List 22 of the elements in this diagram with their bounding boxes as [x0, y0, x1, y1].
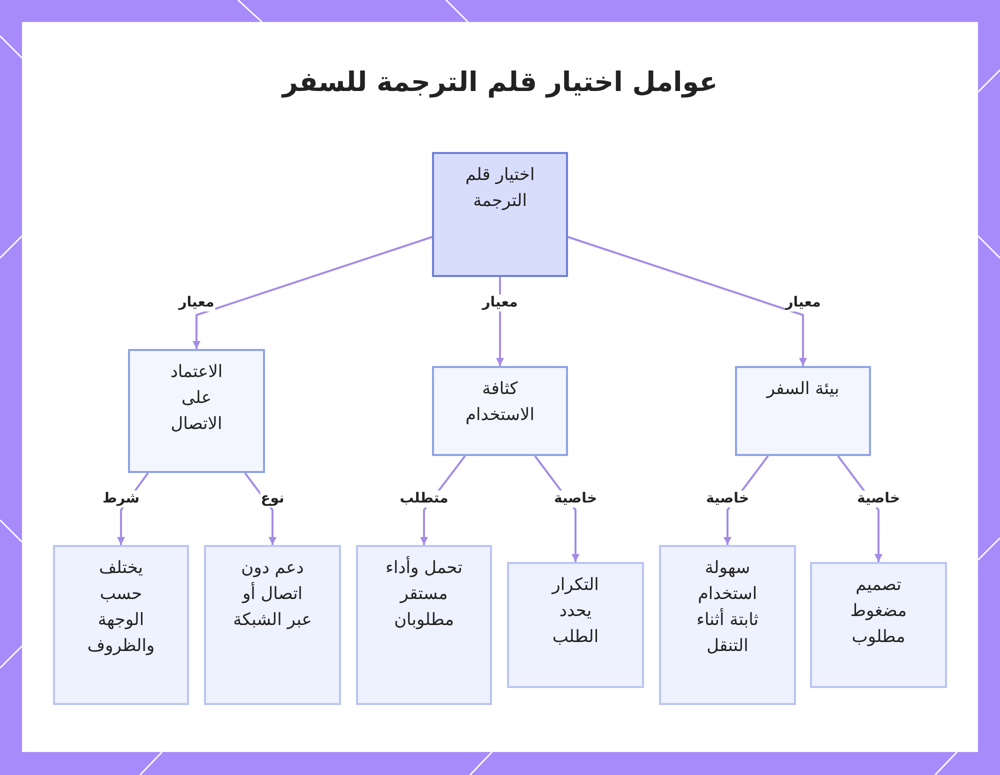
- edge-label: نوع: [260, 490, 286, 508]
- criterion-box: كثافة الاستخدام: [432, 366, 568, 456]
- edge-label: خاصية: [856, 490, 902, 508]
- edge-label: خاصية: [552, 490, 598, 508]
- edge-label: شرط: [101, 490, 141, 508]
- edge-label: متطلب: [398, 490, 450, 508]
- title: عوامل اختيار قلم الترجمة للسفر: [282, 66, 718, 100]
- edge-label: معيار: [178, 294, 216, 312]
- criterion-box: الاعتماد على الاتصال: [128, 349, 265, 473]
- connector-arrow: [568, 236, 807, 366]
- edge-label: خاصية: [704, 490, 750, 508]
- detail-box: دعم دون اتصال أو عبر الشبكة: [204, 545, 341, 705]
- detail-box: سهولة استخدام ثابتة أثناء التنقل: [659, 545, 796, 705]
- criterion-box: بيئة السفر: [735, 366, 871, 456]
- edge-label: معيار: [481, 294, 519, 312]
- detail-box: تحمل وأداء مستقر مطلوبان: [356, 545, 492, 705]
- connector-arrow: [192, 236, 432, 349]
- root-box: اختيار قلم الترجمة: [432, 152, 568, 277]
- detail-box: يختلف حسب الوجهة والظروف: [53, 545, 189, 705]
- detail-box: تصميم مضغوط مطلوب: [810, 562, 947, 688]
- edge-label: معيار: [784, 294, 822, 312]
- detail-box: التكرار يحدد الطلب: [507, 562, 644, 688]
